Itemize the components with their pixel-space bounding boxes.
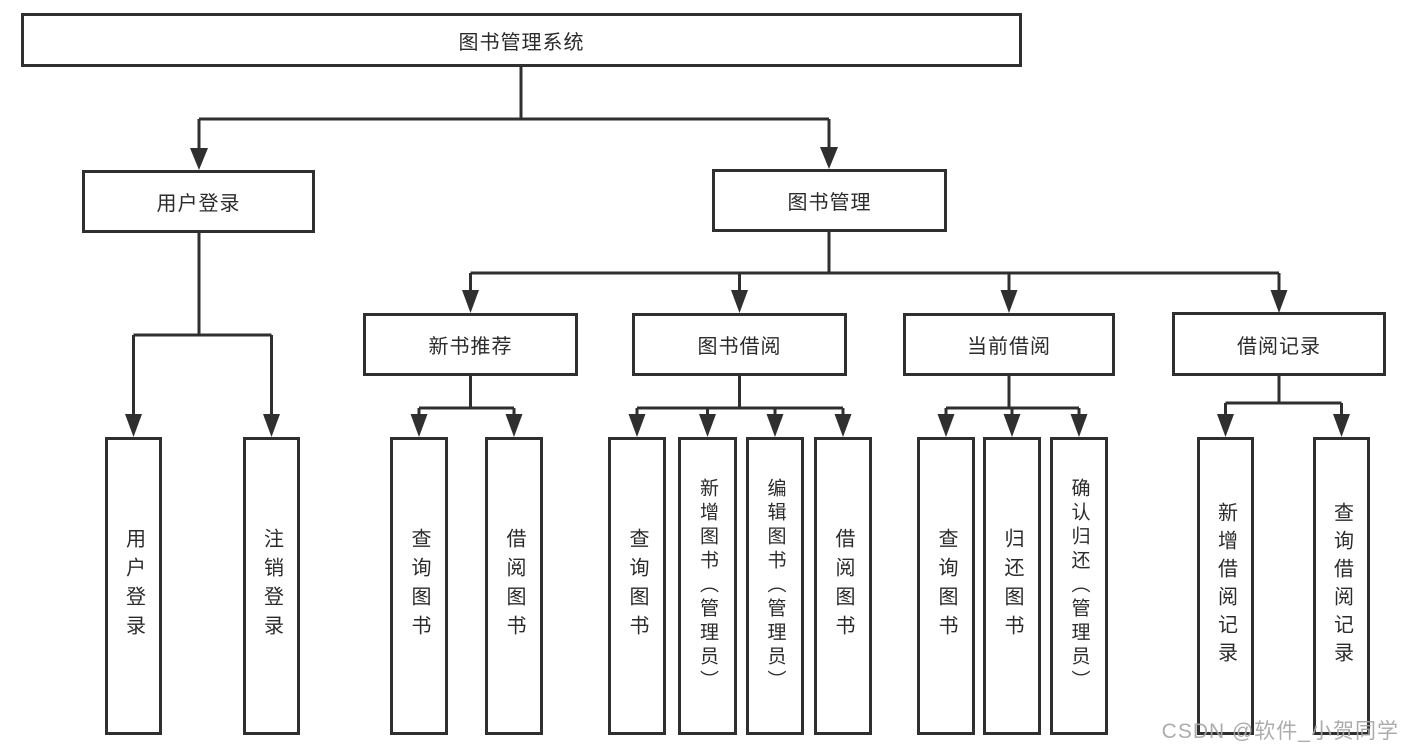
leaf-query-books-3: 查询图书 <box>917 437 975 735</box>
leaf-borrow-books-2: 借阅图书 <box>814 437 872 735</box>
node-label: 查询图书 <box>408 528 430 644</box>
node-label: 图书管理 <box>787 192 872 214</box>
leaf-borrow-books-1: 借阅图书 <box>485 437 543 735</box>
node-label: 用户登录 <box>122 528 145 644</box>
node-current-borrowing: 当前借阅 <box>903 313 1115 376</box>
leaf-add-borrow-record: 新增借阅记录 <box>1197 437 1254 735</box>
node-label: 查询借阅记录 <box>1330 502 1353 670</box>
node-book-management: 图书管理 <box>712 169 947 232</box>
connector-user-login <box>125 233 280 437</box>
node-root-library-system: 图书管理系统 <box>21 13 1022 67</box>
node-book-borrowing: 图书借阅 <box>632 313 847 376</box>
connector-new-book-rec <box>410 376 523 437</box>
leaf-edit-books-admin: 编辑图书（管理员） <box>746 437 804 735</box>
node-label: 注销登录 <box>260 528 283 644</box>
leaf-user-login: 用户登录 <box>105 437 162 735</box>
node-label: 借阅图书 <box>503 528 525 644</box>
connector-borrow-records <box>1217 376 1350 437</box>
leaf-logout: 注销登录 <box>243 437 300 735</box>
node-label: 借阅图书 <box>832 528 854 644</box>
csdn-watermark: CSDN @软件_小贺同学 <box>1161 720 1399 743</box>
connector-book-mgmt <box>462 232 1288 313</box>
node-label: 图书管理系统 <box>458 31 585 54</box>
node-label: 归还图书 <box>1001 528 1023 644</box>
node-label: 查询图书 <box>626 528 648 644</box>
node-label: 新增借阅记录 <box>1214 502 1237 670</box>
node-label: 图书借阅 <box>697 336 782 358</box>
leaf-query-borrow-record: 查询借阅记录 <box>1313 437 1370 735</box>
node-user-login: 用户登录 <box>82 170 315 233</box>
node-label: 查询图书 <box>935 528 957 644</box>
connector-current-borrow <box>937 376 1088 437</box>
leaf-confirm-return-admin: 确认归还（管理员） <box>1050 437 1108 735</box>
node-label: 当前借阅 <box>967 336 1051 358</box>
node-label: 用户登录 <box>156 193 241 215</box>
leaf-return-books: 归还图书 <box>983 437 1041 735</box>
node-label: 新书推荐 <box>428 336 513 358</box>
leaf-query-books-2: 查询图书 <box>608 437 666 735</box>
connector-book-borrow <box>628 376 852 437</box>
node-label: 确认归还（管理员） <box>1068 478 1090 694</box>
leaf-query-books-1: 查询图书 <box>390 437 448 735</box>
node-label: 借阅记录 <box>1237 335 1321 358</box>
node-label: 新增图书（管理员） <box>697 478 718 694</box>
connector-root <box>190 67 838 170</box>
node-label: 编辑图书（管理员） <box>764 478 786 694</box>
node-new-book-recommend: 新书推荐 <box>363 313 578 376</box>
node-borrowing-records: 借阅记录 <box>1172 312 1386 376</box>
leaf-add-books-admin: 新增图书（管理员） <box>678 437 737 735</box>
